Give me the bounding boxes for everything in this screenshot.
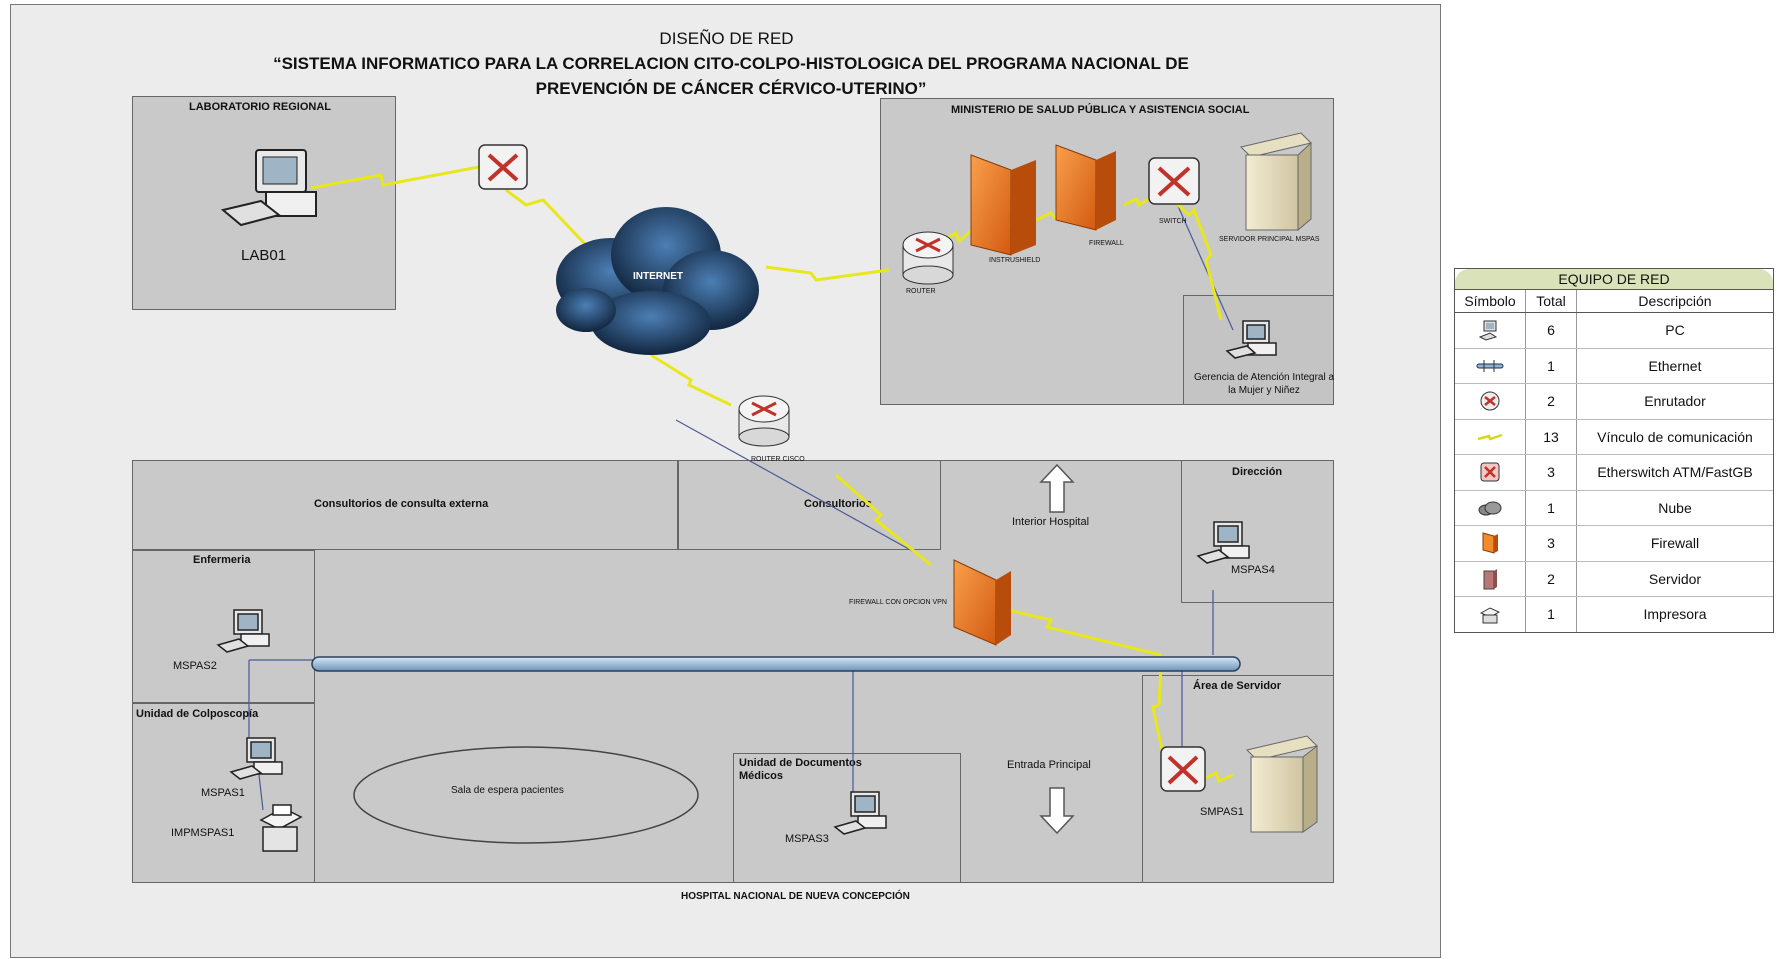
etherswitch-icon [1480, 462, 1500, 482]
label-smpas1: SMPAS1 [1200, 806, 1244, 818]
legend-row: 3 Etherswitch ATM/FastGB [1455, 455, 1773, 491]
legend-table: EQUIPO DE RED Símbolo Total Descripción … [1454, 268, 1774, 633]
legend-title: EQUIPO DE RED [1455, 269, 1773, 290]
server-icon-smpas1 [1246, 735, 1318, 833]
label-router-cisco: ROUTER CISCO [751, 456, 805, 463]
server-icon [1483, 568, 1497, 590]
sala-espera-shape [353, 746, 699, 844]
pc-icon-mspas3 [833, 791, 887, 835]
server-icon-principal [1240, 132, 1312, 232]
legend-header-desc: Descripción [1638, 293, 1712, 309]
cloud-icon [556, 207, 759, 355]
label-router: ROUTER [906, 288, 936, 295]
label-mspas1: MSPAS1 [201, 787, 245, 799]
label-interior-hospital: Interior Hospital [1012, 516, 1090, 528]
zone-consultorios [678, 460, 941, 550]
label-mspas4: MSPAS4 [1231, 564, 1275, 576]
firewall-icon-ministry [1055, 144, 1116, 231]
arrow-up-icon [1039, 463, 1075, 513]
zone-colposcopia-label: Unidad de Colposcopía [136, 708, 259, 720]
cloud-icon [1478, 501, 1502, 516]
cable-lines [248, 196, 1234, 811]
pc-icon-lab01 [220, 149, 317, 227]
legend-row: 1 Nube [1455, 490, 1773, 526]
firewall-icon-instrushield [970, 154, 1036, 256]
ethernet-icon [1476, 359, 1504, 372]
label-mspas2: MSPAS2 [173, 660, 217, 672]
arrow-down-icon [1039, 787, 1075, 835]
etherswitch-icon-ministry [1148, 157, 1200, 205]
legend-row: 2 Servidor [1455, 561, 1773, 597]
legend-row: 3 Firewall [1455, 526, 1773, 562]
label-entrada-principal: Entrada Principal [1007, 759, 1091, 771]
zone-laboratorio-label: LABORATORIO REGIONAL [189, 101, 331, 113]
zone-direccion [1181, 460, 1334, 603]
pc-icon-gerencia [1225, 320, 1277, 359]
label-firewall-vpn: FIREWALL CON OPCION VPN [849, 599, 947, 606]
legend-row: 1 Ethernet [1455, 348, 1773, 384]
label-impmspas1: IMPMSPAS1 [171, 827, 235, 839]
diagram-subtitle: “SISTEMA INFORMATICO PARA LA CORRELACION… [273, 54, 1189, 98]
printer-icon [1479, 607, 1501, 624]
label-firewall: FIREWALL [1089, 240, 1124, 247]
legend-row: 1 Impresora [1455, 597, 1773, 632]
label-internet: INTERNET [633, 271, 683, 282]
lightning-links [310, 165, 1234, 783]
label-mspas3: MSPAS3 [785, 833, 829, 845]
zone-direccion-label: Dirección [1232, 466, 1283, 478]
label-instrushield: INSTRUSHIELD [989, 257, 1041, 264]
label-gerencia: Gerencia de Atención Integral a la Mujer… [1193, 372, 1335, 396]
zone-consultorios-externa-label: Consultorios de consulta externa [314, 498, 489, 510]
label-switch: SWITCH [1159, 218, 1187, 225]
label-sala-espera: Sala de espera pacientes [451, 785, 564, 796]
label-lab01: LAB01 [241, 247, 287, 264]
zone-ministerio-label: MINISTERIO DE SALUD PÚBLICA Y ASISTENCIA… [951, 104, 1250, 116]
zone-hospital-label: HOSPITAL NACIONAL DE NUEVA CONCEPCIÓN [681, 891, 910, 902]
legend-row: 6 PC [1455, 313, 1773, 349]
legend-header-symbol: Símbolo [1455, 290, 1526, 312]
pc-icon-mspas4 [1196, 521, 1250, 564]
label-servidor-principal: SERVIDOR PRINCIPAL MSPAS [1219, 236, 1320, 243]
printer-icon [259, 804, 303, 852]
pc-icon-mspas2 [216, 609, 270, 653]
zone-colposcopia [132, 703, 315, 883]
etherswitch-icon-server [1160, 746, 1206, 792]
legend-header-row: Símbolo Total Descripción [1455, 290, 1773, 313]
firewall-icon [1482, 532, 1498, 554]
network-diagram [216, 132, 1318, 852]
diagram-title: DISEÑO DE RED [659, 29, 794, 48]
zone-consultorios-externa [132, 460, 678, 550]
ethernet-bus [311, 656, 1241, 672]
zone-enfermeria [132, 550, 315, 703]
zone-documentos-label: Unidad de Documentos Médicos [739, 757, 862, 782]
zone-documentos [733, 753, 961, 883]
firewall-icon-vpn [953, 559, 1011, 646]
pc-icon [1478, 320, 1498, 341]
legend-row: 13 Vínculo de comunicación [1455, 419, 1773, 455]
pc-icon-mspas1 [229, 737, 283, 780]
router-icon-ministry [902, 231, 954, 285]
zone-enfermeria-label: Enfermeria [193, 554, 251, 566]
legend-row: 2 Enrutador [1455, 384, 1773, 420]
diagram-sheet: DISEÑO DE RED “SISTEMA INFORMATICO PARA … [10, 4, 1441, 958]
router-icon [1480, 391, 1500, 411]
link-icon [1477, 433, 1503, 441]
etherswitch-icon-lab [478, 144, 528, 190]
legend-header-total: Total [1526, 290, 1577, 312]
zone-servidor-label: Área de Servidor [1193, 680, 1282, 692]
router-icon-cisco [738, 395, 790, 447]
